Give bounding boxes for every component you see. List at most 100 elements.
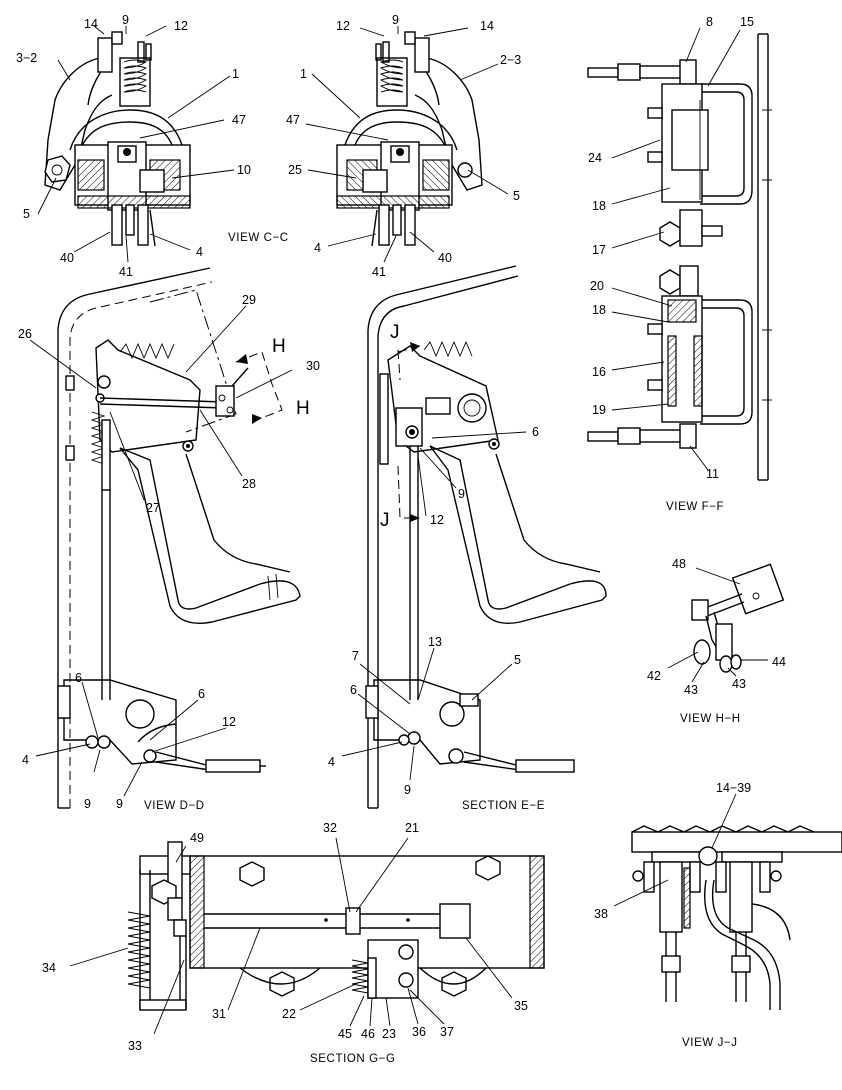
callout-20: 20 [590,279,604,293]
view-h-h: 48 42 43 43 44 [647,557,786,697]
upper-cylinder [587,59,753,205]
housing-block [189,855,545,999]
callout-4: 4 [196,245,203,259]
callout-22: 22 [282,1007,296,1021]
section-mark-j-bottom: J [380,510,390,531]
callout-9: 9 [84,797,91,811]
callout-1: 1 [300,67,307,81]
callout-34: 34 [42,961,56,975]
callout-18: 18 [592,199,606,213]
caption-view-d-d: VIEW D−D [144,800,205,812]
callout-4: 4 [314,241,321,255]
left-lever-assembly [127,841,191,1011]
top-plate [631,825,842,893]
caption-view-f-f: VIEW F−F [666,501,724,513]
callout-43: 43 [732,677,746,691]
bracket-drawing [44,31,191,247]
section-mark-j-top: J [390,322,400,343]
callout-9: 9 [392,13,399,27]
callout-31: 31 [212,1007,226,1021]
callout-14-39: 14−39 [716,781,751,795]
callout-47: 47 [286,113,300,127]
callout-37: 37 [440,1025,454,1039]
callout-21: 21 [405,821,419,835]
callout-27: 27 [146,501,160,515]
caption-section-e-e: SECTION E−E [462,800,545,812]
callout-12: 12 [222,715,236,729]
frame-outline [57,267,213,809]
callout-6: 6 [198,687,205,701]
callout-7: 7 [352,649,359,663]
switch-drawing [691,563,785,673]
callout-8: 8 [706,15,713,29]
callout-6: 6 [350,683,357,697]
callout-33: 33 [128,1039,142,1053]
callout-12: 12 [336,19,350,33]
callout-36: 36 [412,1025,426,1039]
callout-28: 28 [242,477,256,491]
frame-plate [757,33,772,481]
leaders [305,26,509,263]
callout-30: 30 [306,359,320,373]
dashed-envelope [149,289,237,433]
view-c-right: 12 9 14 2−3 1 47 25 5 4 41 40 [286,13,521,279]
callout-25: 25 [288,163,302,177]
callout-19: 19 [592,403,606,417]
leaders [667,567,768,683]
view-f-f: 8 15 24 18 17 20 18 16 19 11 [587,15,772,481]
callout-41: 41 [119,265,133,279]
section-arrows-h [235,351,283,424]
caption-view-j-j: VIEW J−J [682,1037,738,1049]
leaders [29,305,293,797]
callout-43: 43 [684,683,698,697]
callout-15: 15 [740,15,754,29]
callout-14: 14 [480,19,494,33]
callout-5: 5 [514,653,521,667]
leaders [611,27,741,471]
callout-46: 46 [361,1027,375,1041]
callout-47: 47 [232,113,246,127]
callout-44: 44 [772,655,786,669]
cables [704,879,791,1010]
callout-13: 13 [428,635,442,649]
callout-29: 29 [242,293,256,307]
callout-9: 9 [122,13,129,27]
caption-view-c-c: VIEW C−C [228,232,289,244]
callout-23: 23 [382,1027,396,1041]
callout-35: 35 [514,999,528,1013]
callout-49: 49 [190,831,204,845]
lower-cylinder [587,265,753,449]
callout-42: 42 [647,669,661,683]
right-rod [729,861,753,1002]
callout-6: 6 [75,671,82,685]
callout-40: 40 [438,251,452,265]
leaders [341,431,527,781]
callout-9: 9 [458,487,465,501]
callout-10: 10 [237,163,251,177]
callout-3-2: 3−2 [16,51,37,65]
callout-45: 45 [338,1027,352,1041]
leaders [69,837,513,1035]
pedal-arm [119,447,301,624]
callout-6: 6 [532,425,539,439]
leaders [37,25,235,263]
pedal-arm [429,445,607,624]
lower-bracket [57,679,266,773]
callout-11: 11 [706,467,719,481]
callout-5: 5 [513,189,520,203]
callout-4: 4 [22,753,29,767]
section-mark-h-bottom: H [296,398,310,419]
callout-17: 17 [592,243,606,257]
section-mark-h-top: H [272,336,286,357]
callout-4: 4 [328,755,335,769]
upper-cylinder-bolt [659,209,723,247]
callout-32: 32 [323,821,337,835]
callout-12: 12 [430,513,444,527]
callout-18: 18 [592,303,606,317]
section-g-g: 49 32 21 34 31 33 22 45 46 23 36 37 35 [42,821,545,1053]
caption-section-g-g: SECTION G−G [310,1053,396,1065]
lower-bracket [365,679,575,773]
callout-48: 48 [672,557,686,571]
